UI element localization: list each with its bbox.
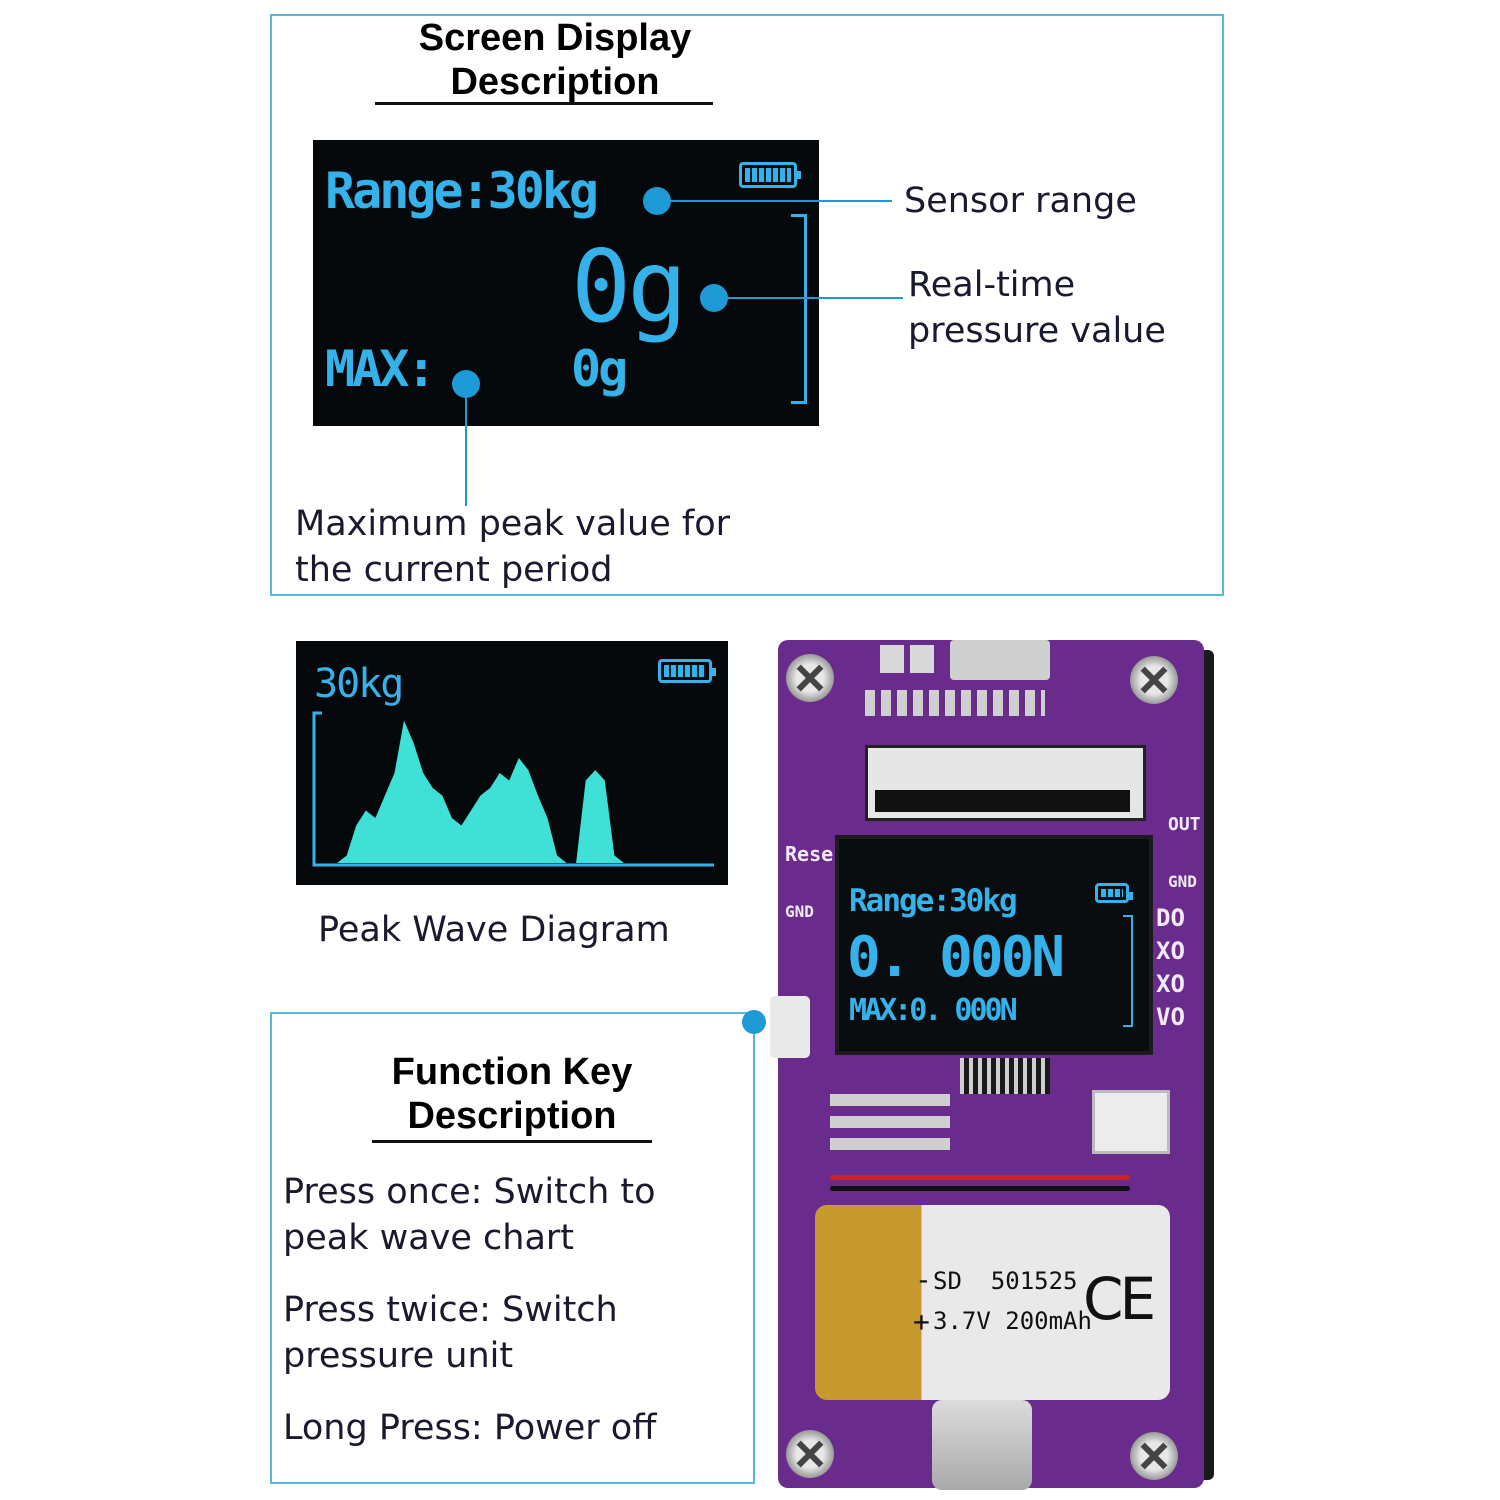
pin-label-4: VO	[1156, 1003, 1185, 1031]
press-once-item: Press once: Switch to peak wave chart	[283, 1169, 656, 1261]
wave-screen: 30kg	[296, 641, 728, 885]
screen-description-heading: Screen Display Description	[380, 16, 730, 104]
screw-icon-top-left	[786, 654, 834, 702]
smd-pad	[910, 645, 934, 673]
component-row	[865, 690, 1045, 716]
fk-heading-line-2: Description	[407, 1095, 617, 1137]
pin-label-3: XO	[1156, 970, 1185, 998]
peak-label-line-2: the current period	[295, 550, 613, 590]
function-key-heading: Function Key Description	[372, 1050, 652, 1138]
peak-label-line-1: Maximum peak value for	[295, 504, 731, 544]
max-value: 0g	[571, 340, 628, 398]
fk-heading-line-1: Function Key	[391, 1051, 633, 1093]
press-twice-line-2: pressure unit	[283, 1336, 514, 1376]
peak-marker	[452, 370, 480, 398]
heading-line-1: Screen Display	[418, 17, 692, 59]
battery-plus: +	[913, 1305, 930, 1338]
battery-lead-black	[830, 1186, 1130, 1191]
smd-component-row	[830, 1090, 950, 1150]
sensor-range-leader	[670, 200, 892, 202]
long-press-item: Long Press: Power off	[283, 1405, 656, 1451]
long-press-line-1: Long Press: Power off	[283, 1408, 657, 1448]
fk-heading-underline	[372, 1140, 652, 1143]
pin-label-1: DO	[1156, 904, 1185, 932]
screw-icon-bottom-right	[1130, 1432, 1178, 1480]
device-screen: Range:30kg 0. 000N MAX:0. 000N	[835, 835, 1153, 1055]
realtime-marker	[700, 284, 728, 312]
battery-model: SD 501525	[933, 1267, 1078, 1295]
device-value-text: 0. 000N	[847, 925, 1065, 990]
press-twice-item: Press twice: Switch pressure unit	[283, 1287, 618, 1379]
usb-c-port	[932, 1400, 1032, 1490]
function-key-marker	[742, 1010, 766, 1034]
battery-lead-red	[830, 1175, 1130, 1180]
battery-pack: - + SD 501525 3.7V 200mAh CE	[815, 1205, 1170, 1400]
gnd-label-left: GND	[785, 902, 814, 921]
sensor-range-label: Sensor range	[904, 181, 1137, 221]
press-twice-line-1: Press twice: Switch	[283, 1290, 618, 1330]
realtime-label: Real-time pressure value	[908, 262, 1166, 354]
battery-icon	[658, 659, 716, 683]
gnd-label-right: GND	[1168, 872, 1197, 891]
wave-area	[318, 720, 710, 863]
press-once-line-1: Press once: Switch to	[283, 1172, 656, 1212]
realtime-value: 0g	[571, 228, 687, 345]
device-max-text: MAX:0. 000N	[849, 993, 1018, 1028]
screw-icon-bottom-left	[786, 1430, 834, 1478]
function-key-panel	[270, 1012, 755, 1484]
fpc-latch	[875, 790, 1130, 812]
pin-label-2: XO	[1156, 937, 1185, 965]
sensor-range-marker	[643, 187, 671, 215]
ic-chip	[960, 1058, 1050, 1094]
max-label: MAX:	[325, 340, 436, 398]
oled-screen: Range:30kg 0g MAX: 0g	[313, 140, 819, 426]
wave-axis	[312, 711, 714, 867]
realtime-leader	[727, 297, 903, 299]
peak-label: Maximum peak value for the current perio…	[295, 501, 730, 593]
screw-icon-top-right	[1130, 656, 1178, 704]
realtime-label-line-2: pressure value	[908, 311, 1166, 351]
device-scale-bracket	[1123, 915, 1133, 1027]
battery-jst-connector	[1092, 1090, 1170, 1154]
reset-label: Rese	[785, 842, 834, 866]
battery-minus: -	[915, 1263, 932, 1296]
peak-leader	[465, 396, 467, 506]
press-once-line-2: peak wave chart	[283, 1218, 575, 1258]
heading-line-2: Description	[450, 61, 660, 103]
wave-range-text: 30kg	[314, 661, 404, 707]
wave-caption: Peak Wave Diagram	[318, 910, 670, 950]
peak-wave-chart	[312, 711, 714, 867]
battery-icon	[1095, 883, 1133, 903]
ce-mark: CE	[1083, 1265, 1156, 1333]
out-label: OUT	[1168, 814, 1201, 835]
scale-bracket	[791, 214, 807, 404]
realtime-label-line-1: Real-time	[908, 265, 1076, 305]
battery-spec: 3.7V 200mAh	[933, 1307, 1092, 1335]
heading-underline	[375, 102, 713, 105]
usb-connector-top	[950, 640, 1050, 680]
range-text: Range:30kg	[325, 162, 599, 220]
device-range-text: Range:30kg	[849, 883, 1018, 919]
function-key-button[interactable]	[770, 996, 810, 1058]
battery-icon	[739, 162, 801, 188]
smd-pad	[880, 645, 904, 673]
